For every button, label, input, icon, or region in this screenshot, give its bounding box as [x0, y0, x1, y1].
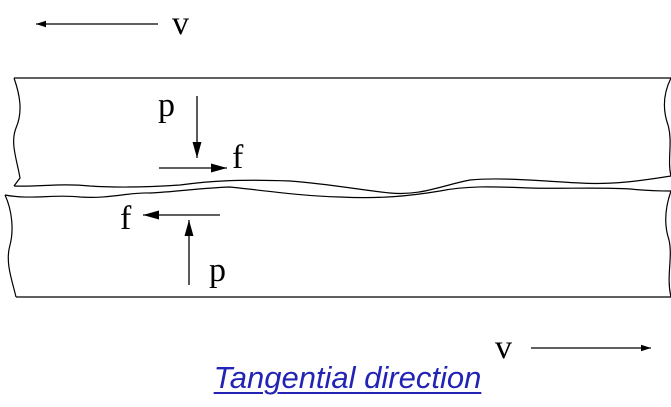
- bottom-velocity-label: v: [495, 329, 512, 366]
- bottom-friction-label: f: [120, 200, 132, 237]
- top-velocity-label: v: [172, 5, 189, 42]
- lower-body-left-break: [4, 194, 17, 298]
- upper-body-left-break: [13, 77, 21, 187]
- caption-link[interactable]: Tangential direction: [213, 360, 482, 395]
- upper-body: [13, 77, 671, 195]
- top-friction-label: f: [232, 139, 244, 176]
- lower-body-rough-surface: [4, 186, 671, 199]
- lower-body-right-break: [665, 190, 671, 298]
- upper-body-right-break: [663, 77, 671, 177]
- bottom-pressure-label: p: [209, 252, 226, 289]
- upper-body-rough-surface: [13, 175, 671, 195]
- top-pressure-label: p: [158, 87, 175, 124]
- lower-body: [4, 186, 671, 298]
